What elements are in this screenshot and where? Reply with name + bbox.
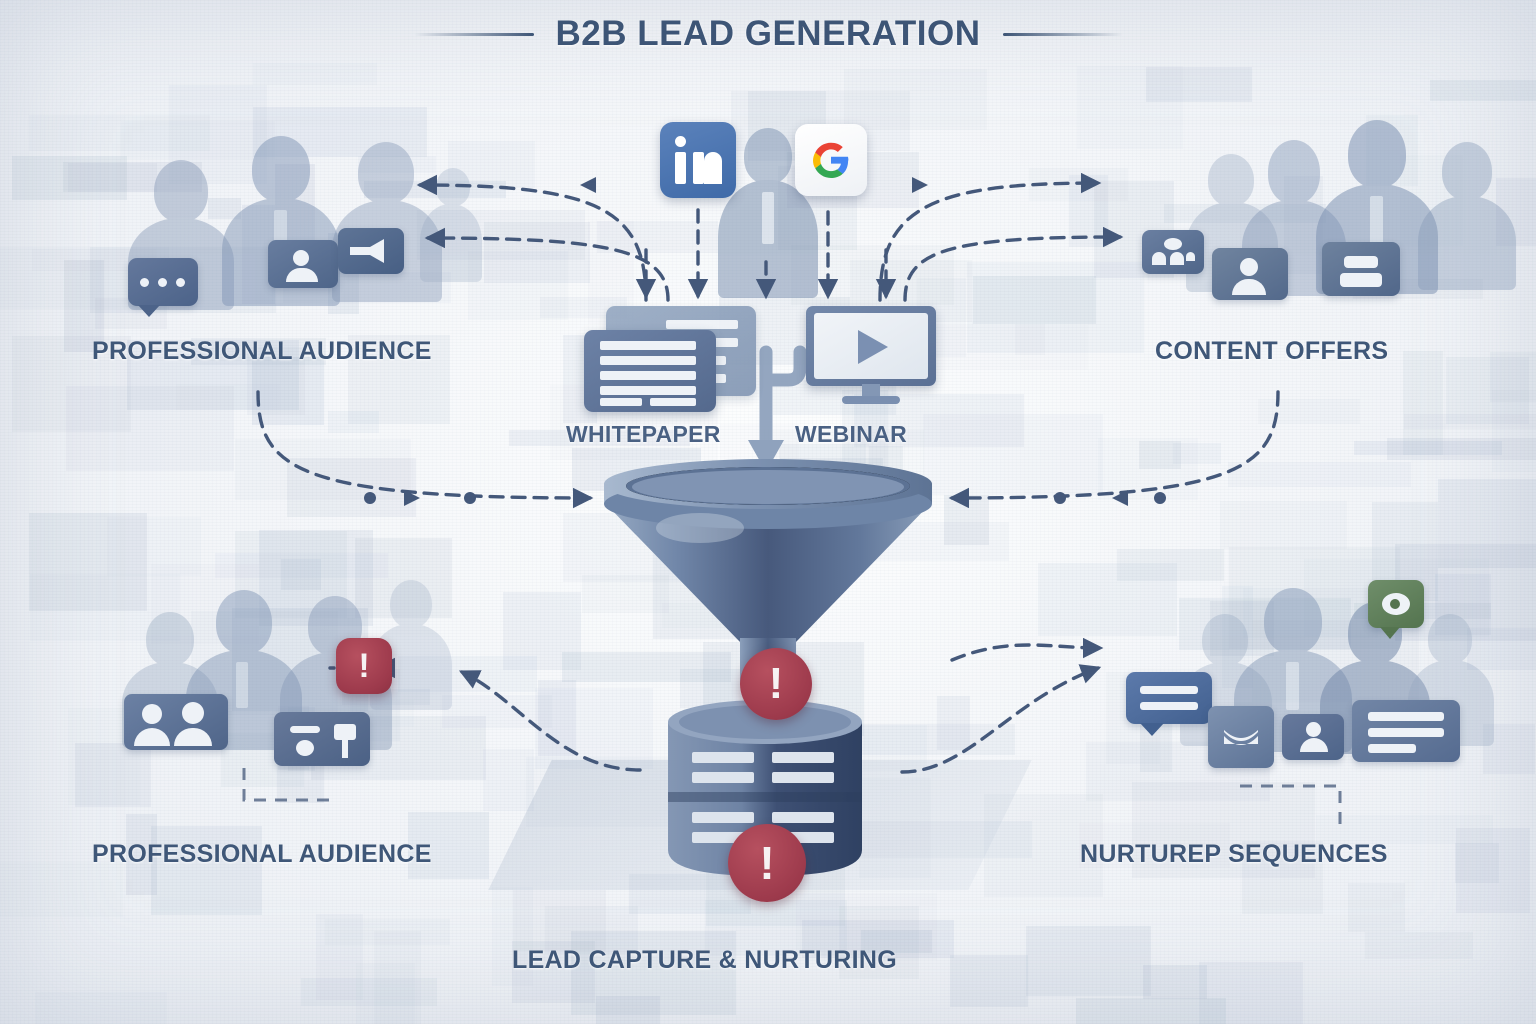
linkedin-icon[interactable]: [660, 122, 736, 198]
document-stack-icon[interactable]: [584, 330, 716, 412]
label-webinar: WEBINAR: [795, 421, 907, 447]
businessman-silhouette-icon: [718, 128, 818, 298]
briefcase-card-icon[interactable]: [1322, 242, 1400, 296]
megaphone-icon[interactable]: [338, 228, 404, 274]
label-professional-audience-bottom: PROFESSIONAL AUDIENCE: [92, 840, 432, 868]
funnel-output-alert-badge[interactable]: !: [740, 648, 812, 720]
page-title: B2B LEAD GENERATION: [555, 14, 981, 53]
person-card-icon[interactable]: [1212, 248, 1288, 300]
person-silhouette: [1418, 142, 1516, 290]
message-bubble-icon[interactable]: [1126, 672, 1212, 736]
two-person-card-icon[interactable]: [124, 694, 228, 750]
group-card-icon[interactable]: [1142, 230, 1204, 274]
envelope-glyph: [1224, 730, 1258, 745]
alert-symbol: !: [358, 647, 370, 685]
presenter-card-icon[interactable]: [274, 712, 370, 766]
google-g-icon[interactable]: [795, 124, 867, 196]
label-professional-audience-top: PROFESSIONAL AUDIENCE: [92, 337, 432, 365]
flow-offers-bracket: [759, 345, 807, 387]
flow-source-to-audience-left: [416, 174, 648, 302]
flow-offers-arrowhead: [748, 440, 784, 472]
person-silhouette: [1316, 120, 1438, 294]
diagram-header: B2B LEAD GENERATION: [0, 14, 1536, 54]
flow-database-to-audience-left: [458, 670, 642, 772]
database-alert-badge[interactable]: !: [728, 824, 806, 902]
flow-mid-arrowheads: [404, 177, 1128, 506]
envelope-card-icon[interactable]: [1208, 706, 1274, 768]
flow-source-to-audience-left-2: [424, 227, 670, 302]
decoration-dashed-box-right: [1240, 784, 1342, 824]
label-lead-capture-nurturing: LEAD CAPTURE & NURTURING: [512, 946, 897, 974]
title-rule-right: [1002, 32, 1123, 36]
flow-path-dots: [364, 492, 1166, 504]
google-g-glyph: [813, 142, 849, 178]
person-card-icon[interactable]: [1282, 714, 1344, 760]
green-chat-bubble-icon[interactable]: [1368, 580, 1424, 639]
megaphone-glyph: [350, 239, 384, 263]
message-list-card-icon[interactable]: [1352, 700, 1460, 762]
alert-symbol: !: [759, 837, 775, 889]
audience-group-top-right: [1186, 120, 1516, 300]
play-triangle-icon: [858, 330, 888, 364]
flow-nurture-inbound: [950, 637, 1104, 662]
flow-offers-to-funnel-right: [948, 390, 1280, 509]
flow-source-to-audience-right-2: [903, 226, 1124, 302]
alert-symbol: !: [768, 659, 784, 708]
funnel-icon[interactable]: [590, 459, 946, 702]
decoration-dashed-box-left: [242, 768, 330, 802]
database-stack-icon[interactable]: [660, 700, 870, 890]
label-nurture-sequences: NURTUREP SEQUENCES: [1080, 840, 1388, 868]
audience-alert-badge[interactable]: !: [336, 638, 392, 694]
flow-database-to-nurture-right: [900, 664, 1102, 774]
contact-card-icon[interactable]: [268, 240, 338, 288]
chat-bubble-icon[interactable]: [128, 258, 198, 317]
flow-audience-to-funnel-left: [256, 390, 594, 509]
monitor-play-icon[interactable]: [806, 306, 936, 404]
label-content-offers: CONTENT OFFERS: [1155, 337, 1389, 365]
flow-source-to-audience-right: [878, 172, 1102, 302]
title-rule-left: [413, 32, 534, 36]
label-whitepaper: WHITEPAPER: [566, 421, 721, 447]
